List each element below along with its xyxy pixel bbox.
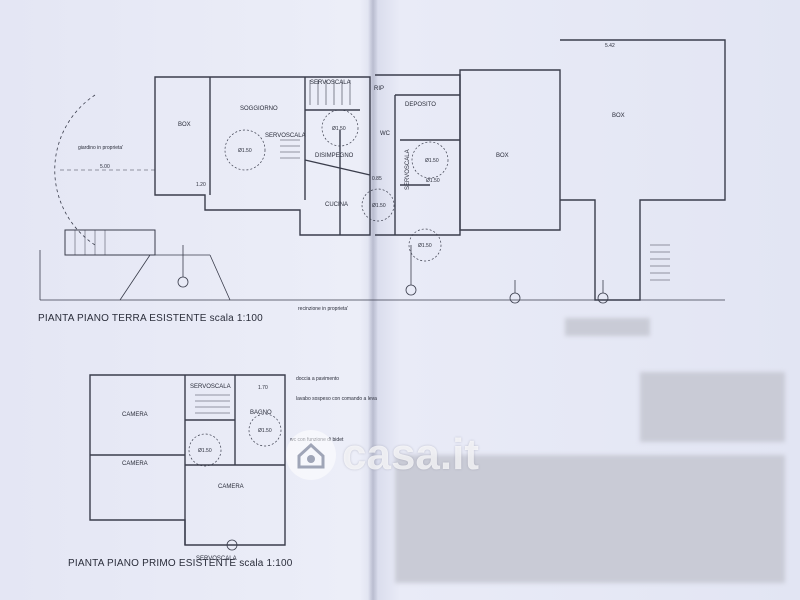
watermark-text: casa.it: [342, 430, 479, 479]
ground-floor-outline-box: [459, 69, 561, 231]
circle-label-e: Ø1.50: [418, 243, 432, 249]
casa-it-watermark: casa.it: [286, 425, 479, 485]
note-doccia: doccia a pavimento: [296, 376, 340, 382]
note-giardino: giardino in proprieta': [78, 145, 124, 151]
note-lavabo: lavabo sospeso con comando a leva: [296, 396, 377, 402]
dim-542: 5.42: [605, 43, 615, 49]
room-label-box-right: BOX: [612, 113, 625, 119]
room-label-camera-2: CAMERA: [122, 461, 148, 467]
circle-label-b: Ø1.50: [332, 126, 346, 132]
first-floor-outline: [89, 374, 286, 546]
circle-label-f: Ø1.50: [426, 178, 440, 184]
room-label-box-center: BOX: [496, 153, 509, 159]
room-label-cucina: CUCINA: [325, 202, 349, 208]
dim-120: 1.20: [196, 182, 206, 188]
ground-floor-outline-middle: [375, 74, 461, 236]
redacted-block-3: [395, 455, 785, 583]
dim-170: 1.70: [258, 385, 268, 391]
room-label-disimpegno: DISIMPEGNO: [315, 153, 354, 159]
redacted-block-2: [640, 372, 785, 442]
room-label-rip: RIP: [374, 86, 385, 92]
room-label-bagno: BAGNO: [250, 410, 272, 416]
circle-label-ff-b: Ø1.50: [258, 428, 272, 434]
room-label-camera-3: CAMERA: [218, 484, 244, 490]
circle-label-d: Ø1.50: [425, 158, 439, 164]
room-label-camera-1: CAMERA: [122, 412, 148, 418]
circle-label-a: Ø1.50: [238, 148, 252, 154]
ground-floor-outline-left: [154, 76, 371, 236]
dim-500: 5.00: [100, 164, 110, 170]
redacted-block-1: [565, 318, 650, 336]
circle-label-c: Ø1.50: [372, 203, 386, 209]
first-floor-title: PIANTA PIANO PRIMO ESISTENTE scala 1:100: [68, 558, 293, 569]
ground-floor-outline-right: [560, 39, 726, 301]
room-label-servoscala-ff: SERVOSCALA: [190, 384, 231, 390]
room-label-deposito: DEPOSITO: [405, 102, 436, 108]
room-label-servoscala-small: SERVOSCALA: [405, 149, 411, 190]
note-recinzione: recinzione in proprieta': [298, 306, 349, 312]
room-label-servoscala-top: SERVOSCALA: [310, 80, 351, 86]
room-label-soggiorno: SOGGIORNO: [240, 106, 278, 112]
ground-floor-title: PIANTA PIANO TERRA ESISTENTE scala 1:100: [38, 313, 263, 324]
room-label-wc: WC: [380, 131, 390, 137]
dim-085: 0.85: [372, 176, 382, 182]
room-label-servoscala-mid: SERVOSCALA: [265, 133, 306, 139]
circle-label-ff-a: Ø1.50: [198, 448, 212, 454]
house-logo-icon: [286, 430, 336, 480]
room-label-servoscala-bottom: SERVOSCALA: [196, 556, 237, 562]
room-label-box-left: BOX: [178, 122, 191, 128]
